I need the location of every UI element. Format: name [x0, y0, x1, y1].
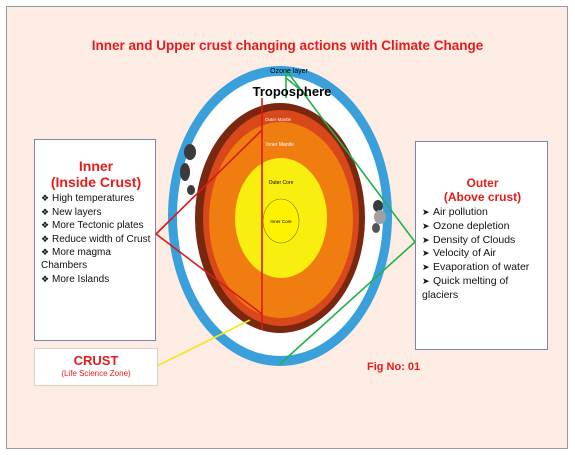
outer-mantle-label: Outer Mantle — [265, 117, 292, 122]
troposphere-label: Troposphere — [253, 84, 332, 99]
arrow-bullet-icon: ➤ — [422, 220, 433, 234]
diamond-bullet-icon: ❖ — [41, 233, 52, 246]
list-item: ❖More Islands — [41, 273, 151, 287]
list-item: ➤Ozone depletion — [422, 220, 543, 234]
list-item: ➤Velocity of Air — [422, 247, 543, 261]
inner-mantle-label: Inner Mantle — [266, 142, 294, 148]
outer-subheading: (Above crust) — [422, 190, 543, 204]
list-item: ❖New layers — [41, 206, 151, 220]
page-title: Inner and Upper crust changing actions w… — [0, 38, 575, 53]
outer-heading: Outer — [422, 176, 543, 190]
diamond-bullet-icon: ❖ — [41, 192, 52, 205]
inner-heading: Inner — [41, 158, 151, 174]
list-item: ❖High temperatures — [41, 192, 151, 206]
list-item: ➤Density of Clouds — [422, 234, 543, 248]
list-item: ❖Reduce width of Crust — [41, 233, 151, 247]
diamond-bullet-icon: ❖ — [41, 246, 52, 259]
outer-items-list: ➤Air pollution ➤Ozone depletion ➤Density… — [422, 206, 543, 303]
arrow-bullet-icon: ➤ — [422, 275, 433, 289]
outer-crust-box: Outer (Above crust) ➤Air pollution ➤Ozon… — [415, 141, 548, 350]
diamond-bullet-icon: ❖ — [41, 219, 52, 232]
crust-title: CRUST — [35, 353, 157, 368]
list-item: ➤Evaporation of water — [422, 261, 543, 275]
ozone-layer-label: Ozone layer — [270, 68, 308, 75]
outer-core-label: Outer Core — [269, 180, 294, 186]
crust-subtitle: (Life Science Zone) — [35, 368, 157, 379]
diamond-bullet-icon: ❖ — [41, 206, 52, 219]
inner-core-label: Inner Core — [270, 219, 292, 224]
arrow-bullet-icon: ➤ — [422, 206, 433, 220]
list-item: ❖More Tectonic plates — [41, 219, 151, 233]
arrow-bullet-icon: ➤ — [422, 261, 433, 275]
arrow-bullet-icon: ➤ — [422, 234, 433, 248]
list-item: ➤Air pollution — [422, 206, 543, 220]
list-item: ➤Quick melting of glaciers — [422, 275, 543, 303]
crust-label-box: CRUST (Life Science Zone) — [34, 348, 158, 386]
diamond-bullet-icon: ❖ — [41, 273, 52, 286]
arrow-bullet-icon: ➤ — [422, 247, 433, 261]
list-item: ❖More magma Chambers — [41, 246, 151, 272]
inner-items-list: ❖High temperatures ❖New layers ❖More Tec… — [41, 192, 151, 286]
inner-crust-box: Inner (Inside Crust) ❖High temperatures … — [34, 139, 156, 341]
inner-subheading: (Inside Crust) — [41, 174, 151, 190]
figure-label: Fig No: 01 — [367, 361, 420, 373]
